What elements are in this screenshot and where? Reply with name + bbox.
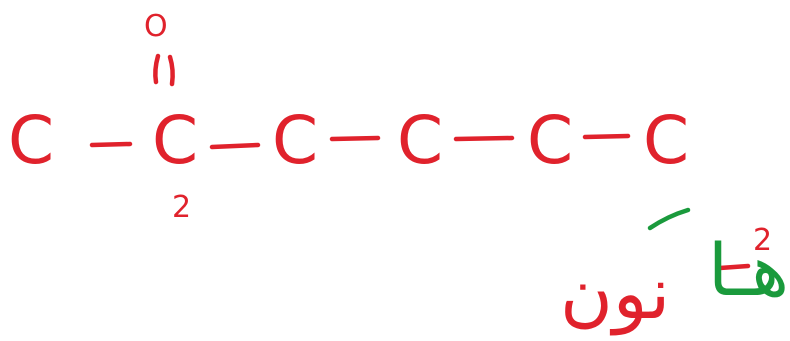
bond-c3-c4 [329, 135, 381, 142]
bond-c5-c6 [582, 133, 631, 140]
name-suffix-text: نون [560, 251, 670, 336]
bond-c2-c3 [209, 142, 261, 150]
oxygen-atom: O [144, 9, 168, 44]
name-locant: 2 [753, 223, 772, 258]
bond-c1-c2 [89, 141, 133, 148]
carbon-atom-4: C [397, 102, 443, 179]
name-locant-dash [717, 263, 751, 271]
double-bond-line-2 [167, 54, 175, 87]
bond-c4-c5 [453, 135, 515, 142]
position-number-label: 2 [172, 190, 191, 225]
carbon-atom-5: C [527, 102, 573, 179]
carbon-atom-3: C [272, 102, 318, 179]
name-prefix-text: هـا [708, 228, 789, 312]
carbon-atom-1: C [8, 102, 54, 179]
double-bond-line-1 [153, 53, 161, 85]
name-prefix-mark [647, 207, 691, 231]
carbon-atom-2: C [152, 102, 198, 179]
carbon-atom-6: C [643, 102, 689, 179]
